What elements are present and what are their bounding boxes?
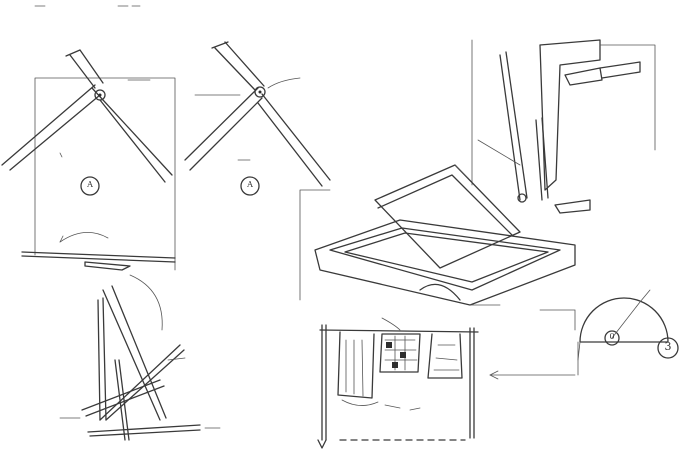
circle-label-3: 3 [664,340,672,353]
chassis-sketch [471,39,656,214]
aframe-sketch-left [1,49,176,271]
half-disc-detail [489,289,679,380]
clothes-rack-sketch [317,317,479,449]
aframe-sketch-middle [184,41,331,196]
folded-stand-sketch [59,274,221,441]
tray-sketch [299,164,576,306]
circle-label-a-middle: A [247,180,253,189]
circle-label-0: 0 [609,332,615,341]
circle-label-a-left: A [87,180,93,189]
